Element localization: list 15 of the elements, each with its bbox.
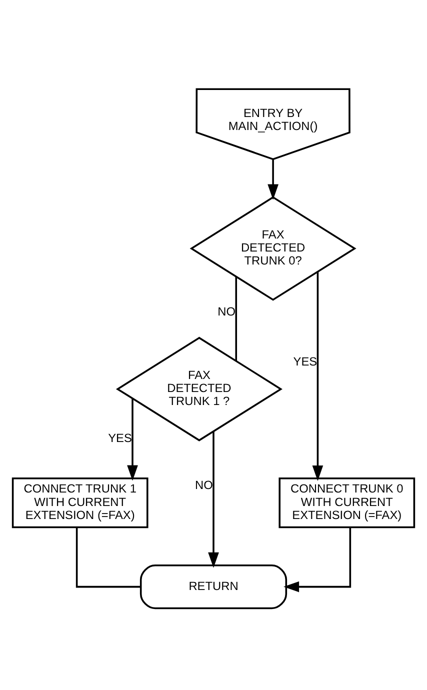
arrow — [127, 398, 138, 481]
arrow — [312, 272, 324, 481]
edge-label: YES — [108, 430, 132, 445]
connector — [235, 276, 238, 362]
arrow — [268, 159, 278, 200]
node-box: CONNECT TRUNK 0 WITH CURRENT EXTENSION (=FAX) — [278, 478, 416, 528]
arrow — [208, 431, 219, 568]
node-box: RETURN — [140, 564, 288, 610]
edge-label: NO — [195, 478, 213, 492]
node-diamond: FAX DETECTED TRUNK 0? — [190, 196, 356, 301]
node-box: CONNECT TRUNK 1 WITH CURRENT EXTENSION (=FAX) — [12, 478, 148, 528]
arrow — [284, 528, 352, 592]
connector — [76, 528, 141, 588]
edge-label: YES — [293, 354, 318, 369]
edge-label: NO — [218, 304, 236, 318]
